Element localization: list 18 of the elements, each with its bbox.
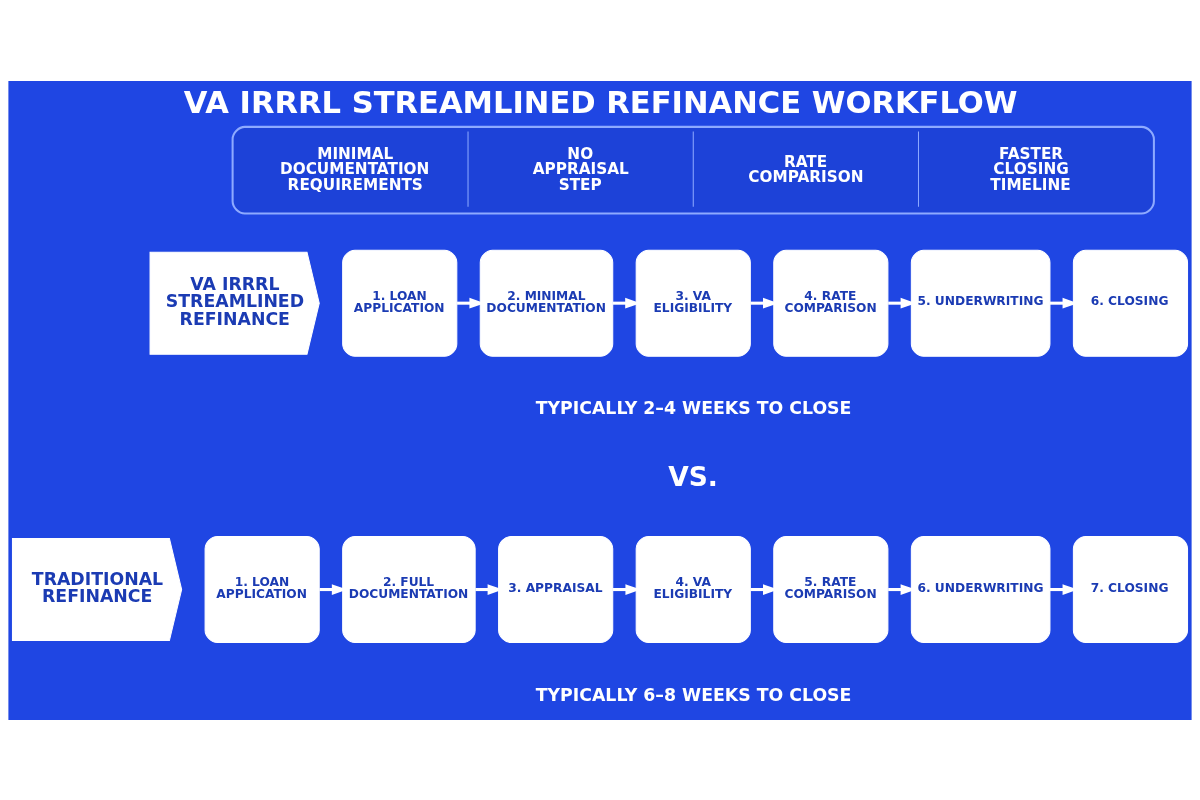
node-box: 4. RATE COMPARISON: [773, 249, 889, 357]
diagram-title: VA IRRRL STREAMLINED REFINANCE WORKFLOW: [183, 84, 1018, 120]
node-box: 2. FULL DOCUMENTATION: [342, 535, 476, 643]
node-box: 1. LOAN APPLICATION: [342, 249, 458, 357]
node-box: 4. VA ELIGIBILITY: [635, 535, 751, 643]
node-box: MINIMAL DOCUMENTATION REQUIREMENTS NO APPRAISAL STEP RATE COMPARISON FASTER CLOSING TIMELINE: [231, 125, 1155, 214]
node-box: 7. CLOSING: [1072, 535, 1189, 643]
label: TYPICALLY 2–4 WEEKS TO CLOSE: [535, 397, 852, 418]
label: TYPICALLY 6–8 WEEKS TO CLOSE: [535, 684, 852, 705]
node-box: 3. VA ELIGIBILITY: [635, 249, 751, 357]
node-box: 5. UNDERWRITING: [910, 249, 1051, 357]
node-box: 5. RATE COMPARISON: [773, 535, 889, 643]
node-box: 1. LOAN APPLICATION: [204, 535, 320, 643]
node-box: 2. MINIMAL DOCUMENTATION: [479, 249, 614, 357]
node-box: 3. APPRAISAL: [498, 535, 614, 643]
node-box: 6. CLOSING: [1072, 249, 1189, 357]
node-box: 6. UNDERWRITING: [910, 535, 1051, 643]
label: VS.: [668, 460, 718, 492]
